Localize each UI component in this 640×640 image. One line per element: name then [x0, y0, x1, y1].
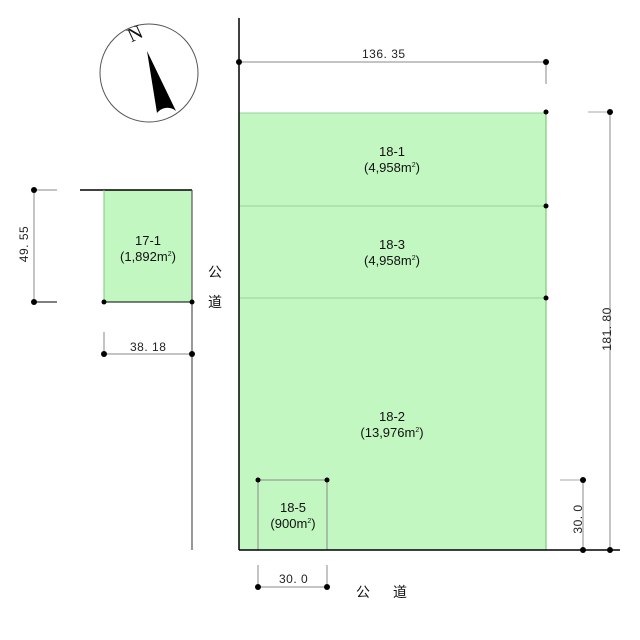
- lot-18-3-label: 18-3 (4,958m2): [352, 237, 432, 269]
- dim-left-lot-height: 49. 55: [17, 225, 31, 263]
- lot-17-1-label: 17-1 (1,892m2): [108, 233, 188, 265]
- road-south-char-2: 道: [393, 585, 407, 601]
- lot-18-1-label: 18-1 (4,958m2): [352, 144, 432, 176]
- lot-id: 18-5: [279, 500, 307, 515]
- lot-id: 18-3: [378, 237, 406, 252]
- road-south-char-1: 公: [356, 585, 370, 601]
- lot-area: (900m2): [270, 516, 316, 531]
- lot-id: 17-1: [134, 233, 162, 248]
- lot-area: (1,892m2): [120, 249, 176, 264]
- lot-17-1-fill: [104, 190, 192, 302]
- dim-right-height: 181. 80: [600, 307, 614, 351]
- lot-18-5-label: 18-5 (900m2): [258, 500, 328, 532]
- lot-area: (13,976m2): [360, 425, 424, 440]
- dim-top-width: 136. 35: [362, 47, 406, 61]
- lot-18-main: [239, 113, 546, 550]
- dim-left-lot-width: 38. 18: [130, 340, 167, 354]
- lot-area: (4,958m2): [364, 253, 420, 268]
- road-west-char-1: 公: [208, 265, 222, 281]
- north-arrow-icon: [147, 51, 176, 113]
- survey-points: [31, 59, 613, 590]
- lot-area: (4,958m2): [364, 160, 420, 175]
- lot-18-2-label: 18-2 (13,976m2): [346, 409, 438, 441]
- road-west-char-2: 道: [208, 295, 222, 311]
- compass: [99, 23, 199, 123]
- dim-bottom-small: 30. 0: [279, 572, 309, 586]
- lot-id: 18-2: [378, 409, 406, 424]
- dim-right-small: 30. 0: [571, 504, 585, 534]
- lot-id: 18-1: [378, 144, 406, 159]
